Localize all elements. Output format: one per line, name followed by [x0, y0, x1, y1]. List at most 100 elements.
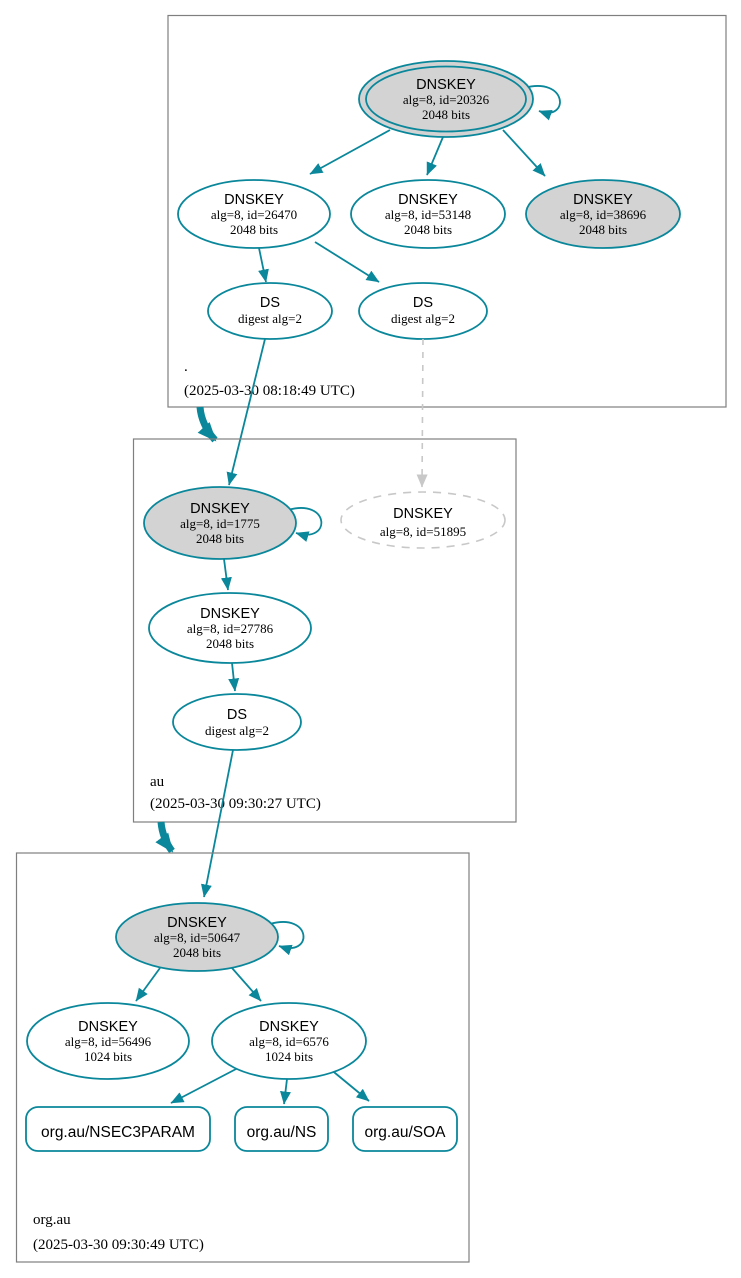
zone-box-au: [132, 438, 517, 823]
node-bits: 2048 bits: [579, 222, 627, 237]
node-title: DNSKEY: [78, 1019, 138, 1035]
edge-orgau-ksk-to-dnskey-6576: [231, 967, 262, 1002]
node-title: DNSKEY: [200, 606, 260, 622]
dnskey-ellipse: [148, 592, 312, 664]
node-bits: 2048 bits: [422, 107, 470, 122]
node-au-dnskey-27786: DNSKEY alg=8, id=27786 2048 bits: [148, 592, 312, 664]
zone-orgau: DNSKEY alg=8, id=50647 2048 bits DNSKEY …: [15, 852, 470, 1263]
node-au-ds: DS digest alg=2: [172, 693, 302, 751]
dnskey-ellipse: [525, 179, 681, 249]
edge-orgau-ksk-to-dnskey-56496: [135, 967, 161, 1002]
ds-ellipse: [172, 693, 302, 751]
edge-dnskey-27786-to-ds: [228, 662, 240, 692]
delegation-arrow-au-to-orgau: [155, 821, 175, 854]
node-bits: 2048 bits: [196, 531, 244, 546]
edge-ds-left-to-au-ksk: [226, 338, 266, 486]
zone-label-orgau: org.au: [33, 1212, 71, 1228]
node-title: DNSKEY: [393, 506, 453, 522]
node-bits: 1024 bits: [84, 1049, 132, 1064]
node-au-dnskey-51895-missing: DNSKEY alg=8, id=51895: [340, 491, 506, 549]
rrset-label: org.au/SOA: [365, 1124, 447, 1141]
node-detail: digest alg=2: [205, 723, 269, 738]
node-rrset-soa: org.au/SOA: [352, 1106, 458, 1152]
node-title: DNSKEY: [224, 192, 284, 208]
node-orgau-dnskey-56496: DNSKEY alg=8, id=56496 1024 bits: [26, 1002, 190, 1080]
edge-dnskey-6576-to-soa: [328, 1067, 370, 1102]
node-orgau-ksk-50647: DNSKEY alg=8, id=50647 2048 bits: [115, 902, 279, 972]
node-bits: 2048 bits: [230, 222, 278, 237]
rrset-rect: [234, 1106, 329, 1152]
zone-label-au: au: [150, 774, 165, 790]
node-root-dnskey-53148: DNSKEY alg=8, id=53148 2048 bits: [350, 179, 506, 249]
node-detail: alg=8, id=1775: [180, 516, 260, 531]
edge-root-ksk-selfloop: [523, 85, 561, 121]
ksk-outer-ellipse: [358, 60, 534, 138]
zone-timestamp-root: (2025-03-30 08:18:49 UTC): [184, 383, 355, 399]
rrset-rect: [352, 1106, 458, 1152]
node-rrset-ns: org.au/NS: [234, 1106, 329, 1152]
node-detail: alg=8, id=20326: [403, 92, 490, 107]
node-au-ksk-1775: DNSKEY alg=8, id=1775 2048 bits: [143, 486, 297, 560]
node-orgau-dnskey-6576: DNSKEY alg=8, id=6576 1024 bits: [211, 1002, 367, 1080]
node-root-dnskey-38696: DNSKEY alg=8, id=38696 2048 bits: [525, 179, 681, 249]
rrset-label: org.au/NSEC3PARAM: [41, 1124, 195, 1141]
zone-root: DNSKEY alg=8, id=20326 2048 bits DNSKEY …: [167, 14, 727, 408]
node-title: DNSKEY: [416, 77, 476, 93]
node-title: DNSKEY: [259, 1019, 319, 1035]
edge-au-ds-to-orgau-ksk: [201, 749, 234, 898]
rrset-rect: [25, 1106, 211, 1152]
edge-dnskey-26470-to-ds-left: [258, 247, 269, 283]
node-rrset-nsec3param: org.au/NSEC3PARAM: [25, 1106, 211, 1152]
node-detail: alg=8, id=56496: [65, 1034, 152, 1049]
node-root-ds-right: DS digest alg=2: [358, 282, 488, 340]
edge-dnskey-6576-to-nsec3param: [170, 1067, 239, 1104]
node-root-ksk-20326: DNSKEY alg=8, id=20326 2048 bits: [358, 60, 534, 138]
node-root-dnskey-26470: DNSKEY alg=8, id=26470 2048 bits: [177, 179, 331, 249]
ds-ellipse: [207, 282, 333, 340]
edge-root-ksk-to-dnskey-38696: [502, 129, 546, 177]
dnskey-ellipse: [350, 179, 506, 249]
node-detail: digest alg=2: [238, 311, 302, 326]
node-title: DNSKEY: [190, 501, 250, 517]
node-title: DS: [260, 295, 280, 311]
edge-root-ksk-to-dnskey-26470: [309, 129, 391, 175]
edge-root-ksk-to-dnskey-53148: [426, 136, 444, 176]
zone-box-orgau: [15, 852, 470, 1263]
edge-au-ksk-to-dnskey-27786: [220, 558, 232, 591]
node-detail: alg=8, id=38696: [560, 207, 647, 222]
edge-orgau-ksk-selfloop: [269, 921, 305, 956]
node-bits: 2048 bits: [173, 945, 221, 960]
node-detail: alg=8, id=27786: [187, 621, 274, 636]
node-detail: alg=8, id=53148: [385, 207, 471, 222]
node-detail: alg=8, id=26470: [211, 207, 297, 222]
node-detail: digest alg=2: [391, 311, 455, 326]
node-bits: 2048 bits: [404, 222, 452, 237]
dnskey-ellipse: [211, 1002, 367, 1080]
node-bits: 2048 bits: [206, 636, 254, 651]
rrset-label: org.au/NS: [247, 1124, 317, 1141]
node-detail: alg=8, id=50647: [154, 930, 241, 945]
node-detail: alg=8, id=6576: [249, 1034, 329, 1049]
zone-label-root: .: [184, 359, 188, 375]
ksk-ellipse: [143, 486, 297, 560]
edge-dnskey-6576-to-ns: [280, 1078, 291, 1105]
ksk-ellipse: [115, 902, 279, 972]
dnskey-ellipse: [26, 1002, 190, 1080]
delegation-arrow-root-to-au: [196, 406, 218, 443]
node-root-ds-left: DS digest alg=2: [207, 282, 333, 340]
node-title: DNSKEY: [398, 192, 458, 208]
edge-au-ksk-selfloop: [287, 507, 323, 542]
node-title: DNSKEY: [167, 915, 227, 931]
zone-box-root: [167, 14, 727, 408]
zone-timestamp-au: (2025-03-30 09:30:27 UTC): [150, 796, 321, 812]
node-title: DS: [227, 707, 247, 723]
zone-timestamp-orgau: (2025-03-30 09:30:49 UTC): [33, 1237, 204, 1253]
node-title: DS: [413, 295, 433, 311]
node-bits: 1024 bits: [265, 1049, 313, 1064]
dnskey-ellipse: [177, 179, 331, 249]
node-title: DNSKEY: [573, 192, 633, 208]
ksk-inner-ellipse: [365, 65, 527, 133]
edge-dnskey-26470-to-ds-right: [314, 241, 380, 283]
node-detail: alg=8, id=51895: [380, 524, 466, 539]
